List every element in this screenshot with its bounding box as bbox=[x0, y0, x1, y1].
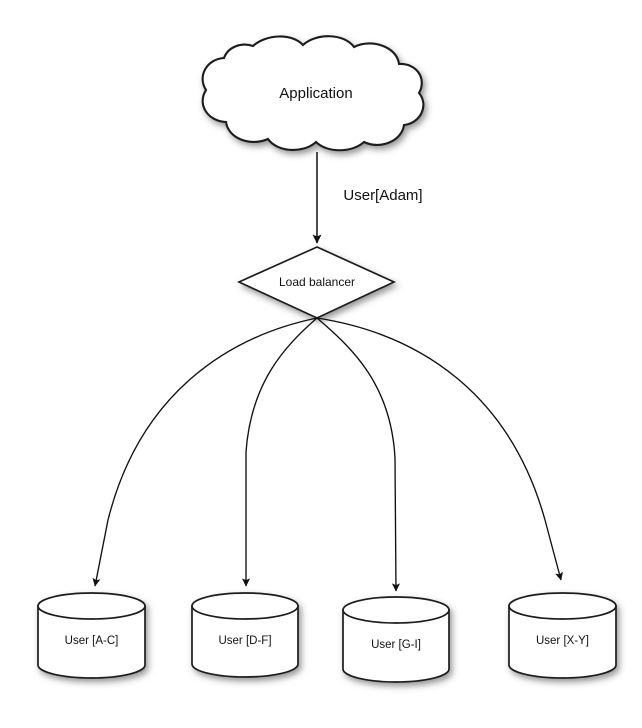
database-3-label: User [G-I] bbox=[371, 639, 421, 651]
cloud-shape bbox=[201, 35, 425, 152]
edges-balancer-to-databases bbox=[92, 317, 563, 592]
edge-application-to-balancer: User[Adam] bbox=[312, 152, 423, 244]
edge-balancer-to-db-4 bbox=[316, 317, 563, 581]
cylinder-body-4 bbox=[508, 605, 617, 679]
node-database-1[interactable]: User [A-C] bbox=[37, 592, 146, 679]
node-application-cloud[interactable]: Application bbox=[201, 35, 425, 152]
edge-balancer-to-db-2 bbox=[241, 317, 318, 587]
database-1-label: User [A-C] bbox=[65, 635, 119, 647]
database-2-label: User [D-F] bbox=[218, 635, 271, 647]
node-database-3[interactable]: User [G-I] bbox=[342, 596, 450, 683]
node-database-2[interactable]: User [D-F] bbox=[191, 592, 299, 678]
node-database-4[interactable]: User [X-Y] bbox=[508, 592, 617, 679]
cylinder-body-2 bbox=[191, 605, 299, 678]
cylinder-top-1 bbox=[37, 592, 146, 620]
edge-label-user-adam: User[Adam] bbox=[343, 187, 422, 204]
database-4-label: User [X-Y] bbox=[536, 635, 589, 647]
edge-balancer-to-db-3 bbox=[316, 317, 400, 592]
node-load-balancer-diamond[interactable]: Load balancer bbox=[236, 246, 397, 319]
cylinder-top-4 bbox=[508, 592, 617, 620]
load-balancer-label: Load balancer bbox=[279, 275, 355, 289]
cylinder-top-3 bbox=[342, 596, 450, 624]
cylinder-body-1 bbox=[37, 605, 146, 679]
cylinder-body-3 bbox=[342, 609, 450, 683]
edge-balancer-to-db-1 bbox=[92, 317, 318, 587]
cylinder-top-2 bbox=[191, 592, 299, 620]
application-label: Application bbox=[279, 85, 352, 102]
